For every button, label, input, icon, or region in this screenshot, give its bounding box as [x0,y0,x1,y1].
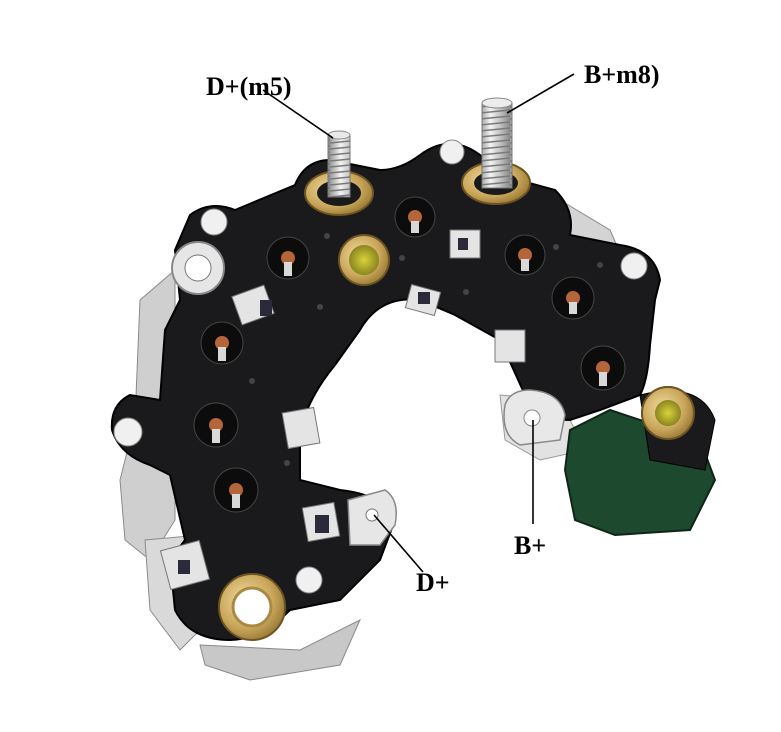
label-b-plus-m8: B+m8) [584,60,660,89]
label-b-plus: B+ [514,531,547,560]
label-d-plus-m5: D+(m5) [206,72,292,101]
mounting-holes [113,139,648,594]
label-d-plus: D+ [416,568,450,597]
rivets [249,233,603,466]
b-plus-m8-stud [461,97,531,205]
callout-lines [262,73,575,573]
d-plus-terminal-tab [347,489,397,546]
b-plus-terminal-tab [503,389,566,446]
d-plus-m5-stud [304,130,374,216]
steel-washer-left [171,241,225,295]
diodes [193,196,626,513]
